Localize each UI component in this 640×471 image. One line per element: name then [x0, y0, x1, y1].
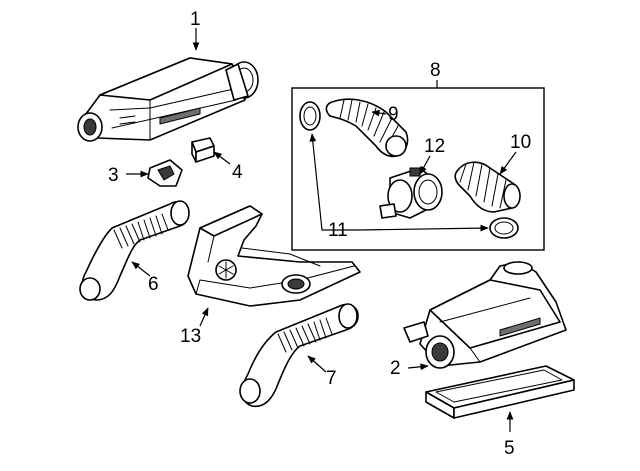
callout-7: 7: [326, 368, 337, 389]
engine-cover-part-13: [187, 205, 361, 307]
callout-13: 13: [180, 326, 201, 347]
kit-group-frame: [291, 87, 545, 251]
leader-9: [371, 109, 387, 117]
intake-duct-part-7: [239, 303, 359, 408]
callout-4: 4: [232, 162, 243, 183]
callout-5: 5: [504, 438, 515, 459]
leader-4: [213, 151, 231, 165]
block-part-4: [191, 137, 215, 163]
sensor-housing-part-12: [379, 167, 443, 219]
callout-9: 9: [388, 104, 399, 125]
air-cleaner-housing-lower: [403, 261, 567, 369]
callout-10: 10: [510, 132, 531, 153]
air-filter-element: [425, 365, 575, 419]
callout-12: 12: [424, 136, 445, 157]
leader-13: [199, 307, 209, 327]
leader-11-left: [309, 133, 360, 231]
o-ring-right: [489, 217, 519, 239]
callout-8: 8: [430, 60, 441, 81]
bellows-hose-part-10: [454, 161, 521, 213]
leader-10: [499, 151, 517, 175]
o-ring-left: [299, 101, 321, 131]
leader-6: [131, 261, 151, 277]
air-cleaner-housing-upper: [77, 57, 259, 142]
leader-11-right: [359, 224, 489, 232]
callout-6: 6: [148, 274, 159, 295]
callout-2: 2: [390, 358, 401, 379]
callout-3: 3: [108, 165, 119, 186]
leader-2: [407, 363, 429, 371]
intake-duct-part-6: [79, 200, 190, 301]
leader-7: [307, 355, 327, 373]
leader-12: [419, 155, 431, 175]
callout-1: 1: [190, 9, 201, 30]
bellows-hose-part-9: [325, 98, 409, 158]
callout-11: 11: [328, 220, 348, 241]
clip-part-3: [147, 159, 183, 187]
